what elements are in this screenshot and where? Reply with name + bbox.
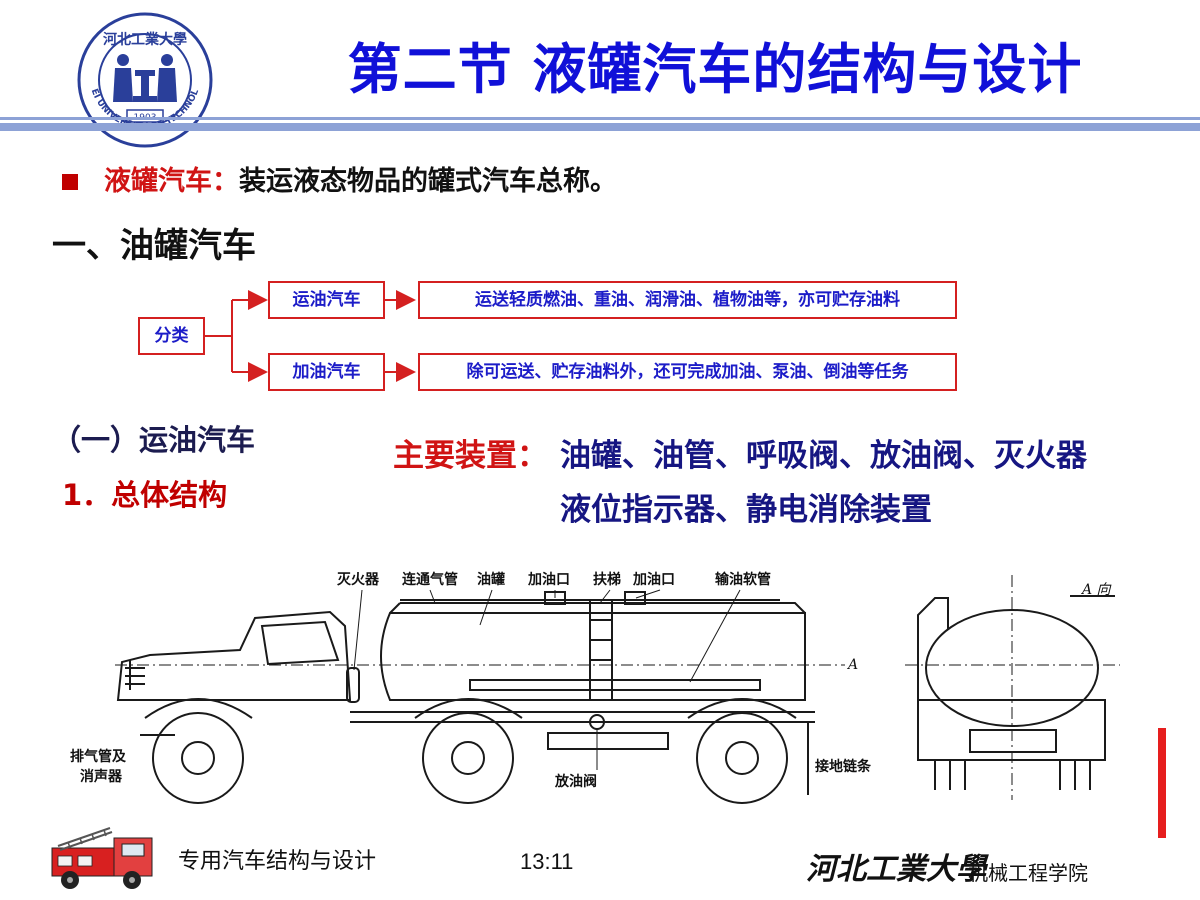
footer-university-name: 河北工業大學 <box>806 852 986 887</box>
devices-label: 主要装置： <box>393 438 548 474</box>
branch-desc-refuel: 除可运送、贮存油料外，还可完成加油、泵油、倒油等任务 <box>418 353 957 391</box>
label-ladder: 扶梯 <box>593 571 621 588</box>
rear-tank <box>925 609 1099 727</box>
subsubsection-heading: 1．总体结构 <box>62 478 228 512</box>
label-extinguisher: 灭火器 <box>336 572 380 588</box>
devices-line-1: 油罐、油管、呼吸阀、放油阀、灭火器 <box>560 438 1087 474</box>
label-drain-valve: 放油阀 <box>554 773 597 790</box>
section-heading: 一、油罐汽车 <box>52 226 256 266</box>
devices-line-2: 液位指示器、静电消除装置 <box>560 492 932 528</box>
cab-outline <box>116 610 352 701</box>
university-seal-icon: 河北工業大學 HEBEI UNIVERSITY OF TECHNOLOGY 19… <box>71 3 213 148</box>
definition-text: 装运液态物品的罐式汽车总称。 <box>239 166 617 197</box>
label-section-a: A <box>846 657 858 673</box>
label-vent-pipe: 连通气管 <box>402 571 458 588</box>
bullet-square-icon <box>62 174 78 190</box>
definition-term: 液罐汽车： <box>104 166 239 197</box>
label-filler-1: 加油口 <box>527 571 570 588</box>
fire-truck-icon <box>51 827 153 889</box>
header-divider <box>0 117 1200 120</box>
definition-line: 液罐汽车：装运液态物品的罐式汽车总称。 <box>104 160 617 204</box>
label-view-a: A 向 <box>1080 582 1113 598</box>
label-exhaust-line-1: 排气管及 <box>70 748 127 765</box>
slide-title: 第二节 液罐汽车的结构与设计 <box>347 38 1083 101</box>
university-logo: 河北工業大學 HEBEI UNIVERSITY OF TECHNOLOGY 19… <box>71 3 215 150</box>
header-divider-thick <box>0 123 1200 131</box>
footer-course-name: 专用汽车结构与设计 <box>178 849 377 874</box>
label-filler-2: 加油口 <box>632 571 675 588</box>
label-ground-chain: 接地链条 <box>815 758 872 775</box>
label-hose: 输油软管 <box>715 571 771 588</box>
branch-desc-transport: 运送轻质燃油、重油、润滑油、植物油等，亦可贮存油料 <box>418 281 957 319</box>
subsection-heading: （一）运油汽车 <box>52 423 256 457</box>
footer-department: 机械工程学院 <box>968 861 1088 885</box>
seal-top-text: 河北工業大學 <box>103 31 187 48</box>
footer-time: 13:11 <box>520 849 574 874</box>
cab-window <box>260 620 340 666</box>
label-tank: 油罐 <box>477 571 505 588</box>
side-tank <box>380 612 806 701</box>
label-exhaust-line-2: 消声器 <box>80 768 123 785</box>
branch-label-refuel: 加油汽车 <box>268 353 385 391</box>
branch-label-transport: 运油汽车 <box>268 281 385 319</box>
accent-red-bar <box>1158 728 1166 838</box>
classification-root: 分类 <box>138 317 205 355</box>
